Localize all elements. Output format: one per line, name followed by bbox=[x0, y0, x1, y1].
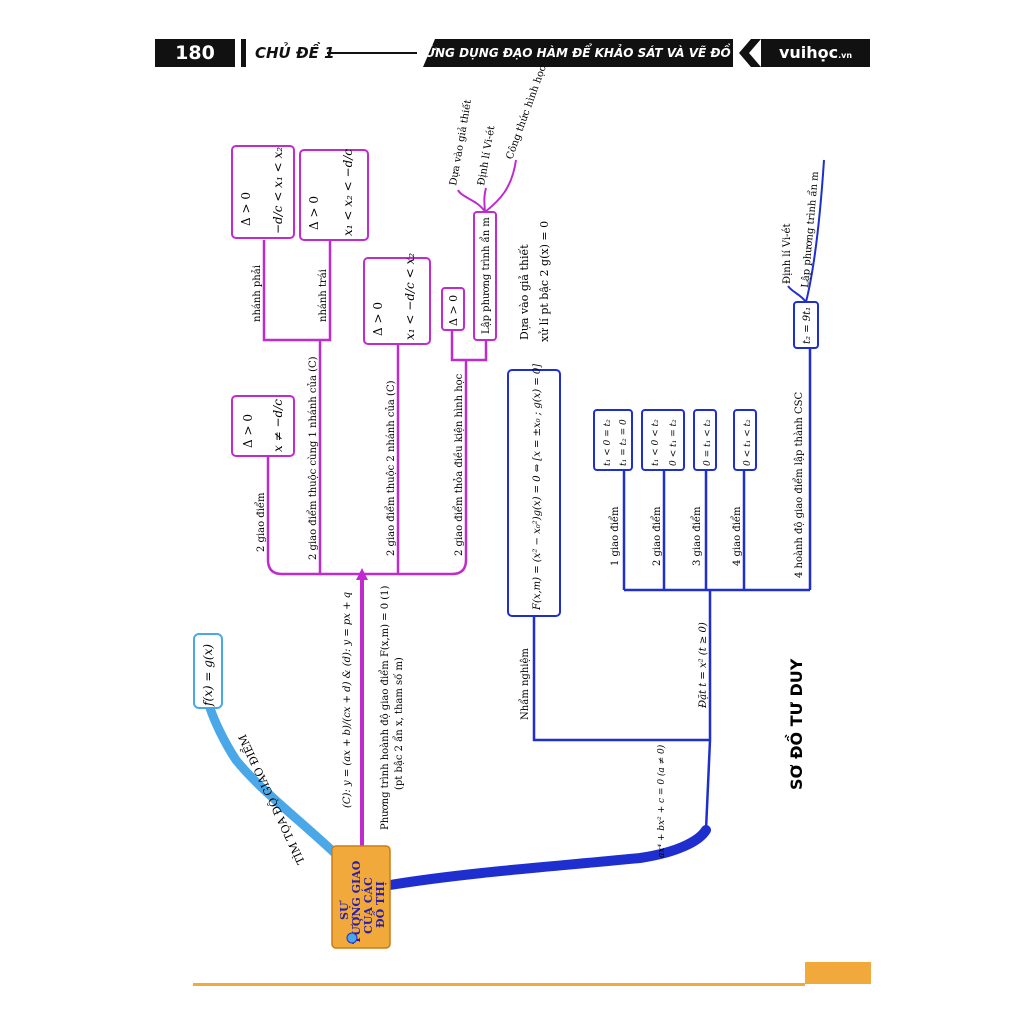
c2b-label: nhánh trái bbox=[318, 269, 329, 322]
center-line4: ĐỒ THỊ bbox=[372, 881, 387, 928]
branch-blue-stem bbox=[532, 590, 712, 831]
c2b-box bbox=[299, 149, 369, 241]
s1-label: 1 giao điểm bbox=[609, 506, 621, 566]
equation-note: (pt bậc 2 ẩn x, tham số m) bbox=[393, 657, 405, 790]
c2-fork bbox=[262, 240, 332, 342]
center-node bbox=[331, 845, 391, 949]
c4-box-text: Δ > 0 bbox=[447, 295, 460, 326]
s3-box bbox=[693, 409, 717, 471]
footer-line bbox=[193, 983, 805, 986]
c2a-label: nhánh phải bbox=[252, 265, 263, 322]
guess-root-label: Nhẩm nghiệm bbox=[519, 648, 531, 720]
c2b-box-a: Δ > 0 bbox=[307, 196, 321, 230]
leaf-vieta: Định lí Vi-ét bbox=[476, 125, 497, 186]
intersection-equation: Phương trình hoành độ giao điểm F(x,m) =… bbox=[379, 585, 391, 830]
guess-leaf1: Dựa vào giả thiết bbox=[518, 244, 531, 340]
fx-gx-box bbox=[193, 633, 223, 709]
s5-label: 4 hoành độ giao điểm lập thành CSC bbox=[793, 391, 805, 578]
curve-equation: (C): y = (ax + b)/(cx + d) & (d): y = px… bbox=[342, 592, 353, 808]
c2-label: 2 giao điểm thuộc cùng 1 nhánh của (C) bbox=[307, 356, 319, 560]
guess-root-box bbox=[507, 369, 561, 617]
chapter-title: ỨNG DỤNG ĐẠO HÀM ĐỂ KHẢO SÁT VÀ VẼ ĐỒ TH… bbox=[423, 39, 733, 67]
topic-label: CHỦ ĐỀ 1 bbox=[255, 44, 335, 62]
center-line1: SỰ bbox=[338, 900, 351, 920]
branch-light-blue bbox=[205, 703, 345, 863]
s1-box bbox=[593, 409, 633, 471]
c2a-box bbox=[231, 145, 295, 239]
c4-label: 2 giao điểm thỏa điều kiện hình học bbox=[453, 373, 465, 556]
footer-block bbox=[805, 962, 871, 984]
brand-name: vuihọc bbox=[778, 43, 839, 62]
guess-root-eq: F(x,m) = (x² − x₀²)g(x) = 0 ⇔ [x = ±x₀ ;… bbox=[532, 364, 543, 611]
header-divider bbox=[241, 39, 246, 67]
s2-box-b: 0 < t₁ = t₂ bbox=[669, 419, 679, 466]
quartic-label: ax⁴ + bx² + c = 0 (a ≠ 0) bbox=[656, 744, 667, 858]
s4-box-text: 0 < t₁ < t₂ bbox=[743, 419, 753, 466]
c2a-box-a: Δ > 0 bbox=[239, 192, 253, 226]
c1-box-a: Δ > 0 bbox=[241, 414, 255, 448]
s1-box-a: t₁ < 0 = t₂ bbox=[603, 419, 613, 466]
bell-icon bbox=[346, 932, 358, 944]
page-number: 180 bbox=[155, 39, 235, 67]
s2-label: 2 giao điểm bbox=[651, 506, 663, 566]
center-line2: TƯƠNG GIAO bbox=[350, 860, 363, 944]
s2-box bbox=[641, 409, 685, 471]
s1-box-b: t₁ = t₂ = 0 bbox=[619, 419, 629, 466]
magenta-bus bbox=[266, 559, 468, 576]
s2-box-a: t₁ < 0 < t₂ bbox=[651, 419, 661, 466]
c3-box-b: x₁ < −d/c < x₂ bbox=[403, 253, 417, 340]
c4-fork bbox=[450, 330, 488, 362]
page-header: 180 CHỦ ĐỀ 1 ỨNG DỤNG ĐẠO HÀM ĐỂ KHẢO SÁ… bbox=[155, 39, 870, 67]
c2a-box-b: −d/c < x₁ < x₂ bbox=[271, 147, 285, 234]
leaf-assumption: Dựa vào giả thiết bbox=[448, 99, 474, 187]
c1-box bbox=[231, 395, 295, 457]
find-coord-label: TÌM TỌA ĐỘ GIAO ĐIỂM bbox=[234, 732, 308, 867]
leaf-geometry: Công thức hình học bbox=[504, 64, 548, 161]
c1-label: 2 giao điểm bbox=[255, 492, 267, 552]
c3-label: 2 giao điểm thuộc 2 nhánh của (C) bbox=[385, 380, 397, 556]
branch-blue-trunk bbox=[385, 825, 711, 890]
diagram-title: SƠ ĐỒ TƯ DUY bbox=[784, 658, 806, 790]
substitution-label: Đặt t = x² (t ≥ 0) bbox=[698, 622, 709, 709]
fx-gx-text: f(x) = g(x) bbox=[201, 644, 215, 707]
s3-box-text: 0 = t₁ < t₂ bbox=[703, 419, 713, 466]
header-rule bbox=[327, 52, 417, 54]
c4-leaves bbox=[457, 159, 517, 213]
s3-label: 3 giao điểm bbox=[691, 506, 703, 566]
blue-bus bbox=[622, 348, 812, 592]
center-line3: CỦA CÁC bbox=[360, 877, 375, 934]
chevron-icon bbox=[739, 39, 761, 67]
c4-box2-text: Lập phương trình ẩn m bbox=[480, 217, 492, 334]
c3-box-a: Δ > 0 bbox=[371, 302, 385, 336]
guess-leaf2: xử lí pt bậc 2 g(x) = 0 bbox=[538, 221, 551, 342]
s4-label: 4 giao điểm bbox=[731, 506, 743, 566]
s4-box bbox=[733, 409, 757, 471]
brand-logo: vuihọc.vn bbox=[761, 39, 870, 67]
c1-box-b: x ≠ −d/c bbox=[271, 399, 285, 452]
s5-box-text: t₂ = 9t₁ bbox=[802, 307, 813, 344]
c2b-box-b: x₁ < x₂ < −d/c bbox=[341, 149, 355, 236]
s5-leaf1: Định lí Vi-ét bbox=[782, 224, 793, 284]
c3-box bbox=[363, 257, 431, 345]
c4-box bbox=[441, 287, 465, 331]
s5-leaves bbox=[787, 159, 825, 303]
brand-suffix: .vn bbox=[838, 51, 853, 60]
